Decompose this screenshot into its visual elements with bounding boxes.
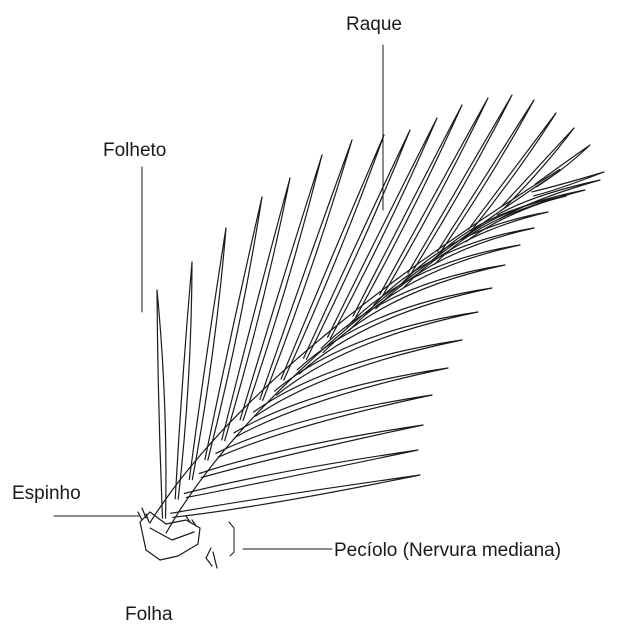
leaflet-lower <box>171 475 420 517</box>
label-folha: Folha <box>125 605 173 624</box>
leaflet-upper <box>157 290 166 518</box>
leaflet-upper <box>175 262 192 499</box>
label-folheto: Folheto <box>103 141 166 160</box>
spine <box>142 508 146 518</box>
petiole-fold <box>150 528 194 540</box>
label-espinho: Espinho <box>12 484 81 503</box>
lower-leaflets <box>171 172 604 517</box>
petiole-sheath <box>140 512 200 560</box>
label-raque: Raque <box>346 15 402 34</box>
petiole-stub <box>206 548 217 568</box>
leaflet-lower <box>532 172 604 196</box>
leaflet-upper <box>205 197 262 460</box>
rachis-lower-edge <box>166 171 560 533</box>
leaflet-upper <box>189 228 226 480</box>
leaflet-lower <box>347 245 520 331</box>
leader-peciolo <box>229 522 332 556</box>
label-peciolo: Pecíolo (Nervura mediana) <box>334 541 561 560</box>
leaflet-upper <box>260 140 352 400</box>
leaflet-lower <box>297 288 492 374</box>
